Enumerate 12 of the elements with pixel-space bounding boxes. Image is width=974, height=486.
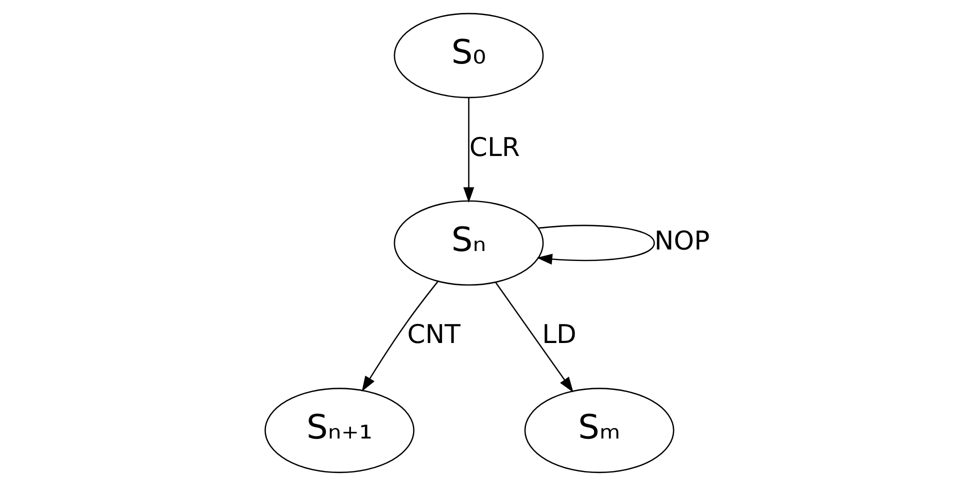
node-ellipse: Sₘ	[524, 388, 674, 474]
arrow	[462, 98, 474, 203]
arrow	[361, 281, 438, 392]
arrow	[536, 224, 654, 265]
node-ellipse: Sₙ₊₁	[264, 388, 414, 474]
node-ellipse: Sₙ	[393, 200, 544, 286]
edge-label: CNT	[406, 320, 460, 350]
node-ellipse: S₀	[393, 12, 544, 98]
edge-label: CLR	[468, 132, 520, 163]
edge-label: LD	[542, 320, 576, 350]
edge-label: NOP	[654, 226, 710, 256]
arrow	[494, 282, 573, 392]
